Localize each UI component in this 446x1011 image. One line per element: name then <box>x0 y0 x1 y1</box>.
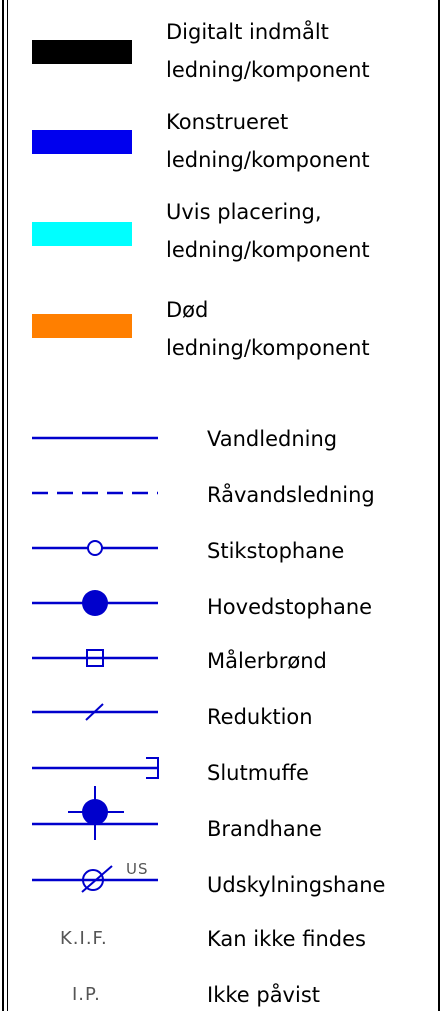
square-meter-well-icon <box>32 649 158 667</box>
label-brandhane: Brandhane <box>207 817 322 841</box>
black-swatch <box>32 40 132 64</box>
legend-text-unknown-line1: Uvis placering, <box>166 200 322 224</box>
slash-reduction-icon <box>32 703 158 721</box>
label-slutmuffe: Slutmuffe <box>207 761 309 785</box>
flush-valve-icon <box>32 865 158 893</box>
label-reduktion: Reduktion <box>207 705 313 729</box>
legend-text-constructed-line2: ledning/komponent <box>166 148 370 172</box>
ip-symbol-text: I.P. <box>72 984 101 1005</box>
label-raavandsledning: Råvandsledning <box>207 483 375 507</box>
label-ikke-paavist: Ikke påvist <box>207 983 320 1007</box>
filled-circle-valve-icon <box>32 590 158 616</box>
right-border <box>438 0 440 1011</box>
open-circle-valve-icon <box>32 540 158 556</box>
legend-text-unknown-line2: ledning/komponent <box>166 238 370 262</box>
hydrant-icon <box>32 786 158 840</box>
kif-symbol-text: K.I.F. <box>60 928 108 949</box>
label-stikstophane: Stikstophane <box>207 539 345 563</box>
left-border-inner <box>7 0 8 1011</box>
legend-text-constructed-line1: Konstrueret <box>166 110 289 134</box>
label-vandledning: Vandledning <box>207 427 338 451</box>
legend-text-digital-line2: ledning/komponent <box>166 58 370 82</box>
legend-text-dead-line2: ledning/komponent <box>166 336 370 360</box>
legend-text-digital-line1: Digitalt indmålt <box>166 20 329 44</box>
label-kan-ikke-findes: Kan ikke findes <box>207 927 366 951</box>
us-symbol-text: US <box>126 860 149 878</box>
left-border <box>2 0 4 1011</box>
dashed-line-icon <box>32 491 158 495</box>
end-cap-icon <box>32 757 159 779</box>
blue-swatch <box>32 130 132 154</box>
solid-line-icon <box>32 436 158 440</box>
label-maalerbroend: Målerbrønd <box>207 649 327 673</box>
label-udskylningshane: Udskylningshane <box>207 873 386 897</box>
orange-swatch <box>32 314 132 338</box>
legend-text-dead-line1: Død <box>166 298 209 322</box>
cyan-swatch <box>32 222 132 246</box>
label-hovedstophane: Hovedstophane <box>207 595 373 619</box>
